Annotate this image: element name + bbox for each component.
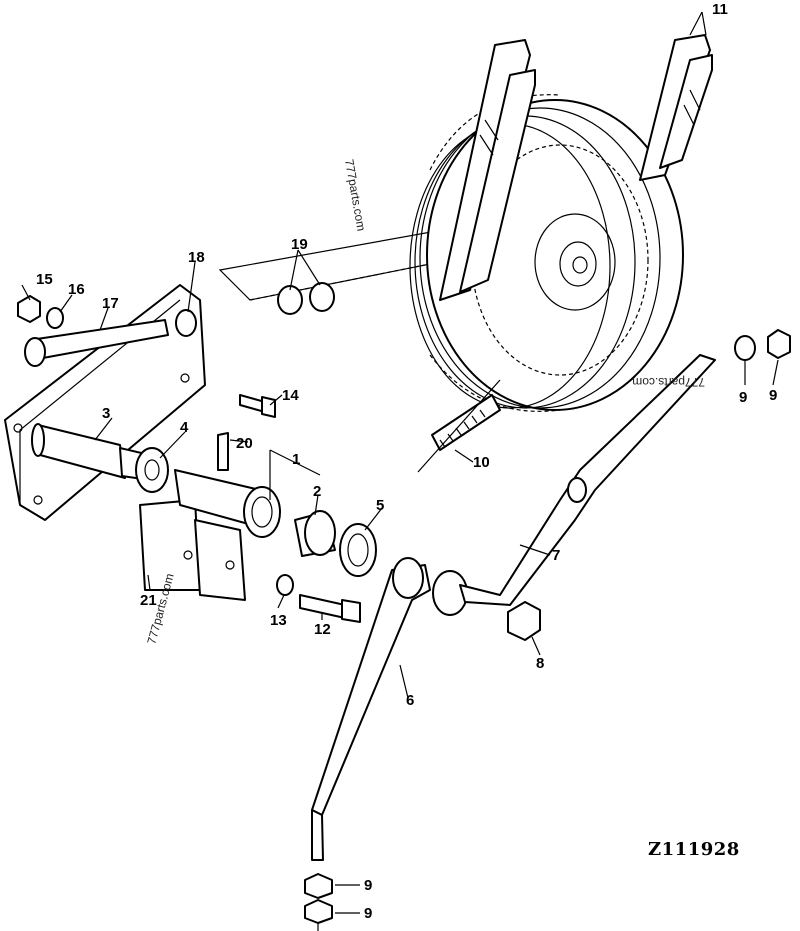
- callout-17: 17: [102, 295, 119, 312]
- callout-3: 3: [102, 405, 110, 422]
- nut-9c: [304, 873, 333, 899]
- nut-19a: [277, 285, 303, 315]
- rod-7: [459, 354, 716, 606]
- washer-13: [276, 574, 294, 596]
- callout-labels: 1 2 3 4 5 6 7 8 9 9 9 9 10 11 12 13 14 1…: [36, 1, 777, 922]
- callout-13: 13: [270, 612, 287, 629]
- washer-9a: [734, 335, 756, 361]
- callout-9b: 9: [769, 387, 777, 404]
- callout-10: 10: [473, 454, 490, 471]
- nut-19b: [309, 282, 335, 312]
- v-belts: [417, 34, 713, 473]
- washer-16: [46, 307, 64, 329]
- nut-8: [507, 601, 541, 641]
- washer-18: [175, 309, 197, 337]
- callout-6: 6: [406, 692, 414, 709]
- callout-14: 14: [282, 387, 299, 404]
- callout-12: 12: [314, 621, 331, 638]
- callout-9d: 9: [364, 905, 372, 922]
- callout-8: 8: [536, 655, 544, 672]
- grease-nipple: [217, 432, 229, 471]
- leader-lines: [21, 11, 779, 931]
- callout-16: 16: [68, 281, 85, 298]
- nut-9b: [767, 329, 791, 359]
- callout-9a: 9: [739, 389, 747, 406]
- watermark-1: 777parts.com: [342, 158, 368, 232]
- callout-21: 21: [140, 592, 157, 609]
- drawing-code: Z111928: [648, 839, 740, 860]
- callout-20: 20: [236, 435, 253, 452]
- washer-4: [135, 447, 169, 493]
- callout-7: 7: [552, 547, 560, 564]
- bracket-housing: [139, 469, 281, 601]
- callout-1: 1: [292, 451, 300, 468]
- callout-9c: 9: [364, 877, 372, 894]
- nut-9d: [304, 899, 333, 924]
- washer-5: [339, 523, 377, 577]
- callout-2: 2: [313, 483, 321, 500]
- watermark-2: 777parts.com: [632, 375, 705, 389]
- callout-18: 18: [188, 249, 205, 266]
- callout-19: 19: [291, 236, 308, 253]
- callout-4: 4: [180, 419, 189, 436]
- callout-11: 11: [712, 1, 728, 18]
- mounting-plate: [4, 284, 206, 521]
- callout-15: 15: [36, 271, 53, 288]
- callout-5: 5: [376, 497, 384, 514]
- nut-15: [17, 295, 41, 323]
